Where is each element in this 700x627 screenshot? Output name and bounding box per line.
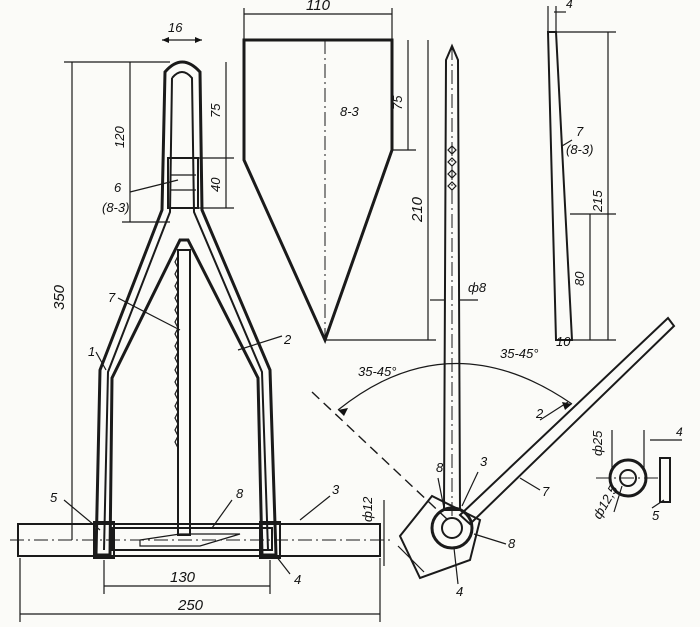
dim-210: 210	[409, 196, 426, 223]
dim-side-4: 4	[566, 0, 573, 11]
callout-7-side: 7	[576, 124, 584, 139]
saw-teeth	[174, 255, 179, 449]
bottom-crossbar	[111, 527, 273, 551]
dim-80: 80	[572, 271, 587, 286]
callout-2-arm: 2	[535, 406, 544, 421]
dim-250: 250	[177, 597, 204, 614]
dim-75-plate: 75	[390, 95, 405, 110]
insert-8	[139, 533, 241, 547]
frame-view	[10, 37, 392, 622]
plate-thickness-label: 8-3	[340, 104, 360, 119]
assembly-view	[311, 316, 676, 585]
dim-washer-12-5: ф12,5	[590, 482, 621, 521]
dim-washer-4: 4	[676, 425, 683, 439]
callout-6-sub: (8-3)	[102, 200, 129, 215]
callout-1: 1	[88, 344, 95, 359]
callout-2-frame: 2	[283, 332, 292, 347]
clamp-left	[93, 521, 115, 559]
rod	[442, 43, 462, 511]
dim-40: 40	[208, 177, 223, 192]
plate-outline	[242, 38, 394, 345]
callout-6: 6	[114, 180, 122, 195]
base-plate	[398, 494, 482, 580]
tube-frame-outer	[94, 60, 278, 557]
dim-110: 110	[306, 0, 331, 14]
washer-view	[596, 430, 682, 513]
dim-215: 215	[590, 190, 605, 213]
angle-left-label: 35-45°	[358, 364, 396, 379]
dim-130: 130	[170, 569, 196, 586]
dim-16: 16	[168, 20, 183, 35]
plate-view	[242, 8, 436, 345]
hub-inner	[441, 517, 463, 539]
rod-view	[430, 43, 478, 520]
dim-120: 120	[112, 126, 127, 148]
dim-dia12: ф12	[360, 496, 375, 522]
callout-7-left: 7	[108, 290, 116, 305]
callout-8-left: 8	[236, 486, 244, 501]
callout-4-left: 4	[294, 572, 301, 587]
callout-5-right: 5	[652, 508, 660, 523]
hub-outer	[430, 506, 474, 550]
callout-4-right: 4	[456, 584, 463, 599]
saw-blade	[177, 249, 191, 536]
callout-7-arm: 7	[542, 484, 550, 499]
washer-side	[659, 457, 671, 503]
side-view	[546, 6, 616, 341]
dim-10: 10	[556, 334, 571, 349]
side-profile	[546, 31, 574, 341]
dim-75-left: 75	[208, 103, 223, 118]
angle-arc	[337, 362, 573, 411]
callout-8-right-bottom: 8	[508, 536, 516, 551]
clamp-right	[259, 521, 281, 559]
dim-washer-25: ф25	[590, 430, 605, 456]
callout-8-right-top: 8	[436, 460, 444, 475]
callout-5-left: 5	[50, 490, 58, 505]
callout-7-side-sub: (8-3)	[566, 142, 593, 157]
callout-3-left: 3	[332, 482, 340, 497]
callout-3-right: 3	[480, 454, 488, 469]
angle-right-label: 35-45°	[500, 346, 538, 361]
dim-350: 350	[51, 284, 68, 310]
rod-knurl	[447, 145, 457, 191]
arm-7	[458, 316, 676, 526]
dim-rod-dia8: ф8	[468, 280, 487, 295]
